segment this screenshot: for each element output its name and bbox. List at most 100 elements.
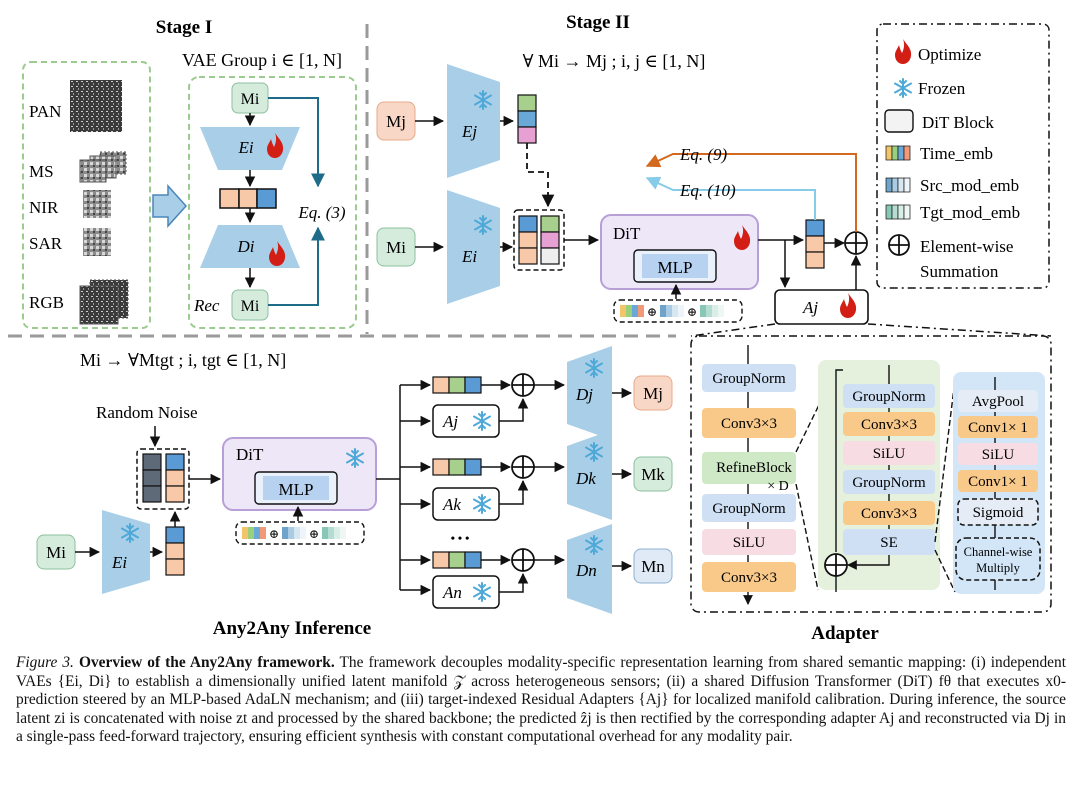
adapter-col1-refineblock <box>702 452 796 484</box>
svg-text:⊕: ⊕ <box>647 305 657 319</box>
vae-encoder-label: Ei <box>237 138 253 157</box>
adapter-col3-conv1-bottom-label: Conv1× 1 <box>968 474 1028 490</box>
stage2-formula: ∀ Mi → Mj ; i, j ∈ [1, N] <box>523 51 706 71</box>
legend-optimize: Optimize <box>918 45 981 64</box>
legend-src-mod-emb: Src_mod_emb <box>920 176 1019 195</box>
adapter-col1-groupnorm-bottom <box>702 494 796 522</box>
stage2-adapter-label: Aj <box>802 298 818 317</box>
inference-formula: Mi → ∀Mtgt ; i, tgt ∈ [1, N] <box>80 350 286 370</box>
adapter-col1-conv-bottom <box>702 562 796 592</box>
adapter-col1-silu <box>702 529 796 555</box>
legend-summation: Summation <box>920 262 999 281</box>
row-n-decoder <box>567 524 612 614</box>
row-j-decoder-label: Dj <box>575 385 593 404</box>
adapter-col2-conv-top-label: Conv3×3 <box>861 417 917 433</box>
adapter-col3-sigmoid <box>957 498 1039 526</box>
legend-box <box>876 23 1050 289</box>
row-k-output <box>633 456 673 492</box>
legend-dit-block: DiT Block <box>922 113 994 132</box>
adapter-col3-conv1-bottom <box>958 470 1038 492</box>
optimize-flame-icon <box>895 39 912 64</box>
adapter-col3-silu-label: SiLU <box>982 447 1015 463</box>
stage2-encoder-i-label: Ei <box>461 247 477 266</box>
stage2-latent-j <box>517 94 537 144</box>
svg-text:Src_mod_emb: Src_mod_emb <box>920 176 1019 195</box>
row-n-decoder-label: Dn <box>575 561 597 580</box>
equation-3: Eq. (3) <box>297 203 346 222</box>
adapter-col2-se-label: SE <box>880 535 898 551</box>
stage1-input-group <box>22 61 151 329</box>
input-label-nir: NIR <box>29 198 59 217</box>
row-j-output <box>633 375 673 411</box>
legend-tgt-mod-emb: Tgt_mod_emb <box>920 203 1020 222</box>
equation-10: Eq. (10) <box>679 181 736 200</box>
inference-dit-label: DiT <box>236 445 264 464</box>
caption-label: Figure 3. <box>16 654 74 671</box>
stage1-title: Stage I <box>156 17 212 38</box>
row-k-output-label: Mk <box>641 465 665 484</box>
input-label-ms: MS <box>29 162 54 181</box>
legend-frozen: Frozen <box>918 79 966 98</box>
adapter-col2-se <box>843 529 935 555</box>
row-j-adapter-label: Aj <box>442 412 458 431</box>
row-k-sum-node <box>511 455 535 479</box>
ms-image-stack <box>79 151 127 183</box>
legend-element-wise: Element-wise <box>920 237 1013 256</box>
input-label-pan: PAN <box>29 102 61 121</box>
vae-group-box <box>188 76 357 329</box>
refineblock-sum-node <box>824 553 848 577</box>
stage2-embedding-strip: ⊕ ⊕ <box>613 299 743 323</box>
adapter-title: Adapter <box>811 623 879 644</box>
adapter-col2-groupnorm-bottom-label: GroupNorm <box>852 475 926 491</box>
adapter-col1-conv-bottom-label: Conv3×3 <box>721 570 777 586</box>
sar-image <box>83 228 111 256</box>
svg-text:⊕: ⊕ <box>309 527 319 541</box>
frozen-snow-icon <box>894 78 912 98</box>
svg-text:⊕: ⊕ <box>687 305 697 319</box>
adapter-col1-conv-top <box>702 408 796 438</box>
pan-image <box>70 80 122 132</box>
vae-latent <box>219 188 277 209</box>
vae-encoder <box>200 127 300 170</box>
stage1-big-arrow <box>152 184 188 228</box>
adapter-col3-multiply-label-2: Multiply <box>976 561 1021 575</box>
svg-text:⊕: ⊕ <box>269 527 279 541</box>
adapter-col2-conv-top <box>843 412 935 436</box>
inference-encoder-i-label: Ei <box>111 553 127 572</box>
adapter-col3-conv1-top <box>958 416 1038 438</box>
adapter-col2-conv-bottom <box>843 501 935 525</box>
inference-title: Any2Any Inference <box>213 618 372 639</box>
vae-decoder-label: Di <box>237 237 255 256</box>
adapter-col1-conv-top-label: Conv3×3 <box>721 416 777 432</box>
input-label-rgb: RGB <box>29 293 64 312</box>
stage2-dit-label: DiT <box>613 224 641 243</box>
stage2-title: Stage II <box>566 12 630 33</box>
stage2-encoder-j <box>447 64 500 178</box>
legend-src-swatch <box>885 177 911 193</box>
stage2-modality-j-label: Mj <box>386 112 406 131</box>
vae-output-modality-label: Mi <box>241 298 260 315</box>
stage2-mlp-label: MLP <box>658 258 693 277</box>
inference-mlp-label: MLP <box>279 480 314 499</box>
adapter-col2-silu <box>843 441 935 465</box>
adapter-col1-groupnorm-top-label: GroupNorm <box>712 371 786 387</box>
adapter-detail-box <box>690 335 1052 613</box>
caption-text: The framework decouples modality-specifi… <box>16 654 1066 746</box>
adapter-col3-multiply-label: Channel-wise <box>964 545 1033 559</box>
inference-concat-latent <box>142 453 185 503</box>
adapter-col2-groupnorm-bottom <box>843 470 935 494</box>
adapter-col2-groupnorm-top-label: GroupNorm <box>852 389 926 405</box>
adapter-col2-groupnorm-top <box>843 384 935 408</box>
adapter-col2-silu-label: SiLU <box>873 446 906 462</box>
stage2-output-latent <box>805 219 825 269</box>
row-n-latent <box>432 551 482 569</box>
adapter-times-d: × D <box>767 479 789 494</box>
equation-9: Eq. (9) <box>679 145 728 164</box>
rec-label: Rec <box>193 296 220 315</box>
row-j-latent <box>432 376 482 394</box>
svg-text:Tgt_mod_emb: Tgt_mod_emb <box>920 203 1020 222</box>
row-k-decoder <box>567 430 612 520</box>
nir-image <box>83 190 111 218</box>
adapter-col3-avgpool <box>958 390 1038 412</box>
figure-caption: Figure 3. Overview of the Any2Any framew… <box>16 654 1066 747</box>
